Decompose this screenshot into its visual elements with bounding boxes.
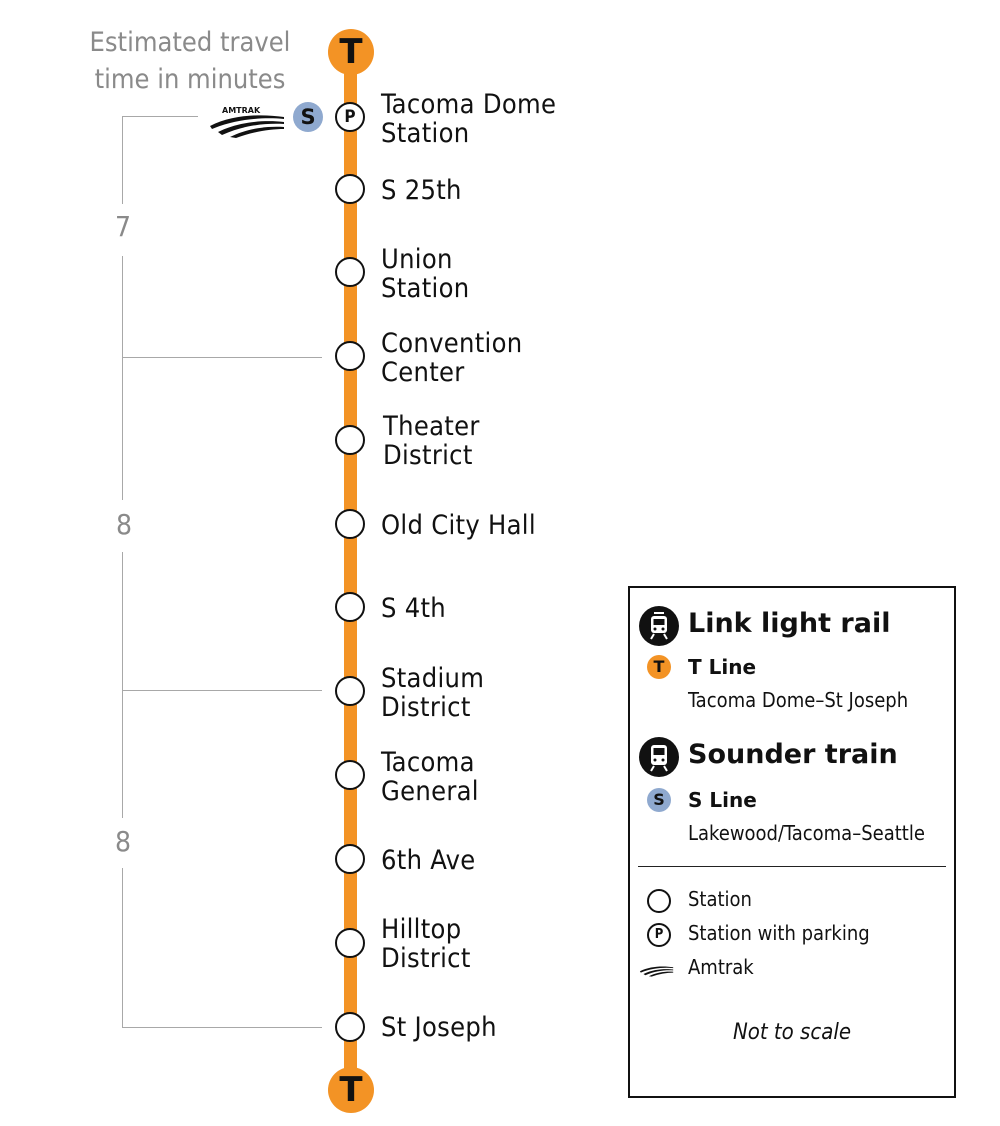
station-marker-theater-district[interactable] xyxy=(335,425,365,455)
station-marker-s-4th[interactable] xyxy=(335,592,365,622)
station-label-line1: Tacoma Dome xyxy=(381,89,557,120)
station-label-line1: St Joseph xyxy=(381,1012,497,1043)
legend-amtrak-icon xyxy=(639,966,674,977)
station-marker-tacoma-general[interactable] xyxy=(335,760,365,790)
travel-time-header-line1: Estimated travel xyxy=(89,27,291,58)
t-line-badge-top: T xyxy=(328,29,374,75)
station-marker-tacoma-dome-parking[interactable]: P xyxy=(335,102,365,132)
legend-parking-icon: P xyxy=(647,923,671,947)
travel-bracket-2-lower xyxy=(122,552,123,767)
station-label-s-4th[interactable]: S 4th xyxy=(381,594,446,623)
travel-bracket-1 xyxy=(122,116,198,117)
station-marker-union-station[interactable] xyxy=(335,257,365,287)
legend-station-label: Station xyxy=(688,887,752,911)
station-label-line2: Center xyxy=(381,357,465,388)
station-label-line1: Hilltop xyxy=(381,914,462,945)
sounder-train-icon xyxy=(639,737,679,777)
travel-bracket-3-upper xyxy=(122,690,123,818)
legend-sounder-heading: Sounder train xyxy=(688,739,898,770)
station-label-theater-district[interactable]: Theater District xyxy=(383,412,480,470)
station-label-line1: S 4th xyxy=(381,593,447,624)
legend-amtrak-label: Amtrak xyxy=(688,955,754,979)
travel-bracket-3-top xyxy=(122,690,322,691)
station-label-tacoma-dome[interactable]: Tacoma Dome Station xyxy=(381,90,556,148)
legend-link-heading: Link light rail xyxy=(688,608,891,639)
station-label-line1: S 25th xyxy=(381,175,462,206)
travel-bracket-2-upper xyxy=(122,300,123,500)
amtrak-icon: AMTRAK xyxy=(210,106,284,138)
travel-time-segment-1: 7 xyxy=(114,210,132,243)
station-label-convention-center[interactable]: Convention Center xyxy=(381,329,522,387)
travel-bracket-3-lower xyxy=(122,868,123,1028)
station-label-line2: Station xyxy=(381,273,470,304)
map-legend: Link light rail T T Line Tacoma Dome–St … xyxy=(628,586,956,1098)
t-line-route xyxy=(344,60,357,1070)
station-marker-st-joseph[interactable] xyxy=(335,1012,365,1042)
station-label-line1: 6th Ave xyxy=(381,845,476,876)
station-label-line1: Stadium xyxy=(381,663,485,694)
legend-s-line-badge: S xyxy=(647,788,671,812)
legend-s-line-name: S Line xyxy=(688,788,757,812)
station-label-line1: Tacoma xyxy=(381,747,475,778)
station-label-line1: Union xyxy=(381,244,453,275)
legend-t-line-name: T Line xyxy=(688,655,757,679)
station-label-line1: Old City Hall xyxy=(381,510,536,541)
station-label-line2: Station xyxy=(381,118,470,149)
station-marker-old-city-hall[interactable] xyxy=(335,509,365,539)
light-rail-icon xyxy=(639,606,679,646)
station-marker-stadium-district[interactable] xyxy=(335,676,365,706)
sounder-train-glyph xyxy=(650,745,668,772)
sounder-s-line-badge[interactable]: S xyxy=(293,102,323,132)
station-label-line2: General xyxy=(381,776,479,807)
station-marker-convention-center[interactable] xyxy=(335,341,365,371)
station-label-tacoma-general[interactable]: Tacoma General xyxy=(381,748,479,806)
station-label-hilltop-district[interactable]: Hilltop District xyxy=(381,915,471,973)
station-marker-6th-ave[interactable] xyxy=(335,844,365,874)
station-label-line1: Theater xyxy=(383,411,480,442)
amtrak-wordmark: AMTRAK xyxy=(222,106,261,115)
station-label-st-joseph[interactable]: St Joseph xyxy=(381,1013,497,1042)
station-label-line1: Convention xyxy=(381,328,523,359)
travel-time-header-line2: time in minutes xyxy=(94,64,286,95)
station-label-line2: District xyxy=(383,440,473,471)
travel-time-segment-2: 8 xyxy=(115,508,133,541)
light-rail-glyph xyxy=(650,612,668,640)
travel-bracket-2-top xyxy=(122,357,322,358)
legend-t-line-badge: T xyxy=(647,655,671,679)
station-label-6th-ave[interactable]: 6th Ave xyxy=(381,846,476,875)
station-label-union-station[interactable]: Union Station xyxy=(381,245,469,303)
travel-time-header: Estimated travel time in minutes xyxy=(60,24,320,98)
travel-bracket-1-upper xyxy=(122,116,123,204)
legend-t-line-desc: Tacoma Dome–St Joseph xyxy=(688,688,909,712)
t-line-badge-bottom: T xyxy=(328,1067,374,1113)
legend-s-line-desc: Lakewood/Tacoma–Seattle xyxy=(688,821,925,845)
station-label-stadium-district[interactable]: Stadium District xyxy=(381,664,484,722)
legend-divider xyxy=(638,866,946,867)
station-label-old-city-hall[interactable]: Old City Hall xyxy=(381,511,536,540)
legend-station-icon xyxy=(647,889,671,913)
station-label-s-25th[interactable]: S 25th xyxy=(381,176,462,205)
legend-scale-note: Not to scale xyxy=(732,1020,852,1045)
station-marker-s-25th[interactable] xyxy=(335,174,365,204)
station-label-line2: District xyxy=(381,692,471,723)
legend-parking-label: Station with parking xyxy=(688,921,870,945)
travel-bracket-3-bottom xyxy=(122,1027,322,1028)
station-marker-hilltop-district[interactable] xyxy=(335,928,365,958)
station-label-line2: District xyxy=(381,943,471,974)
travel-time-segment-3: 8 xyxy=(114,825,132,858)
